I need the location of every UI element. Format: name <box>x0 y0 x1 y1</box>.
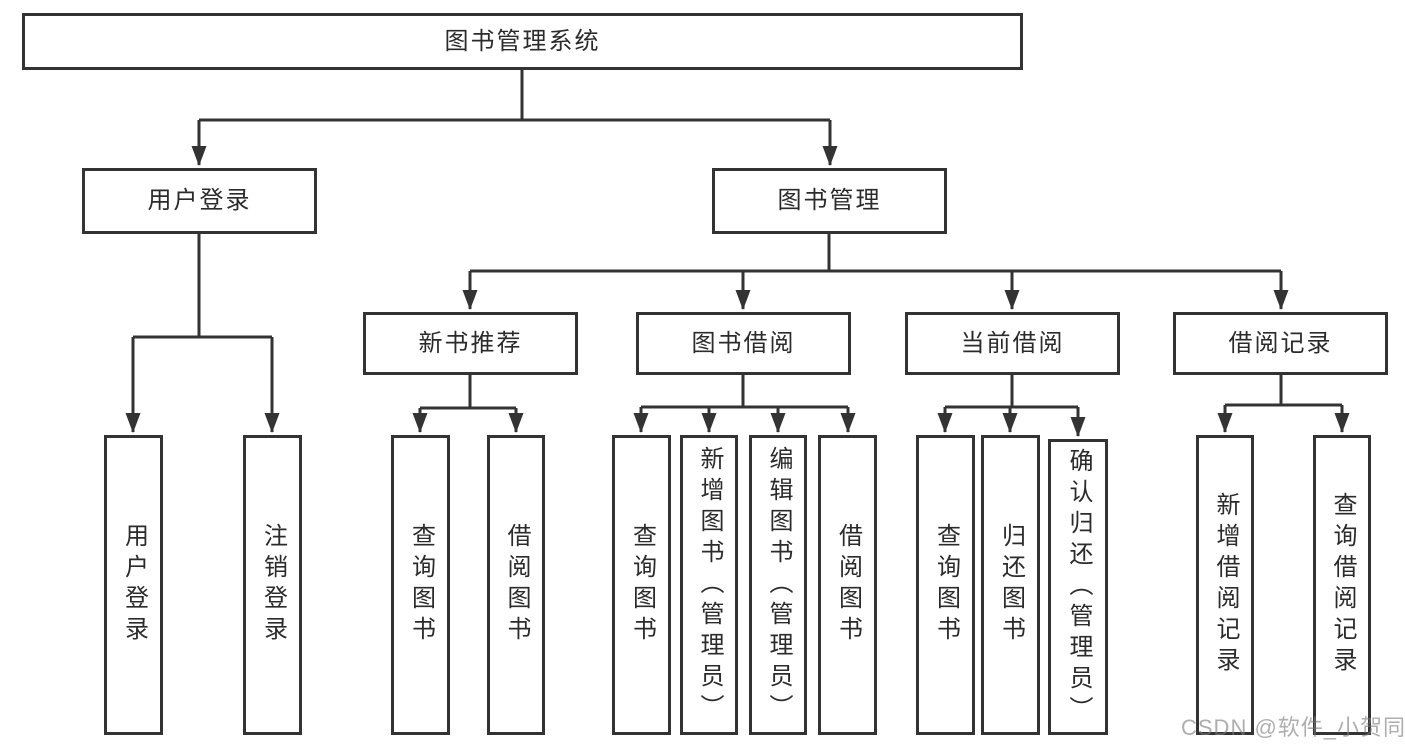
leaf-br-query-record: 查询借阅记录 <box>1313 435 1371 735</box>
leaf-rec-borrow-book: 借阅图书 <box>487 435 545 735</box>
node-current-borrow: 当前借阅 <box>905 312 1120 375</box>
leaf-rec-query-book: 查询图书 <box>391 435 450 735</box>
leaf-cb-confirm-return-admin: 确认归还（管理员） <box>1048 439 1108 735</box>
node-book-borrow: 图书借阅 <box>636 312 851 375</box>
leaf-br-add-record: 新增借阅记录 <box>1196 435 1254 735</box>
leaf-cb-query-book: 查询图书 <box>916 435 975 735</box>
node-new-book-recommend: 新书推荐 <box>363 312 578 375</box>
leaf-logout: 注销登录 <box>243 435 302 735</box>
node-borrow-record: 借阅记录 <box>1173 312 1388 375</box>
node-root: 图书管理系统 <box>22 13 1023 70</box>
leaf-bb-borrow-book: 借阅图书 <box>818 435 877 735</box>
leaf-bb-query-book: 查询图书 <box>612 435 671 735</box>
leaf-user-login: 用户登录 <box>104 435 163 735</box>
node-user-login: 用户登录 <box>82 168 317 234</box>
watermark-text: CSDN @软件_小贺同学 <box>1181 715 1405 740</box>
leaf-cb-return-book: 归还图书 <box>981 435 1040 735</box>
leaf-bb-edit-book-admin: 编辑图书（管理员） <box>749 435 807 735</box>
node-book-management: 图书管理 <box>712 168 947 234</box>
leaf-bb-add-book-admin: 新增图书（管理员） <box>680 435 738 735</box>
